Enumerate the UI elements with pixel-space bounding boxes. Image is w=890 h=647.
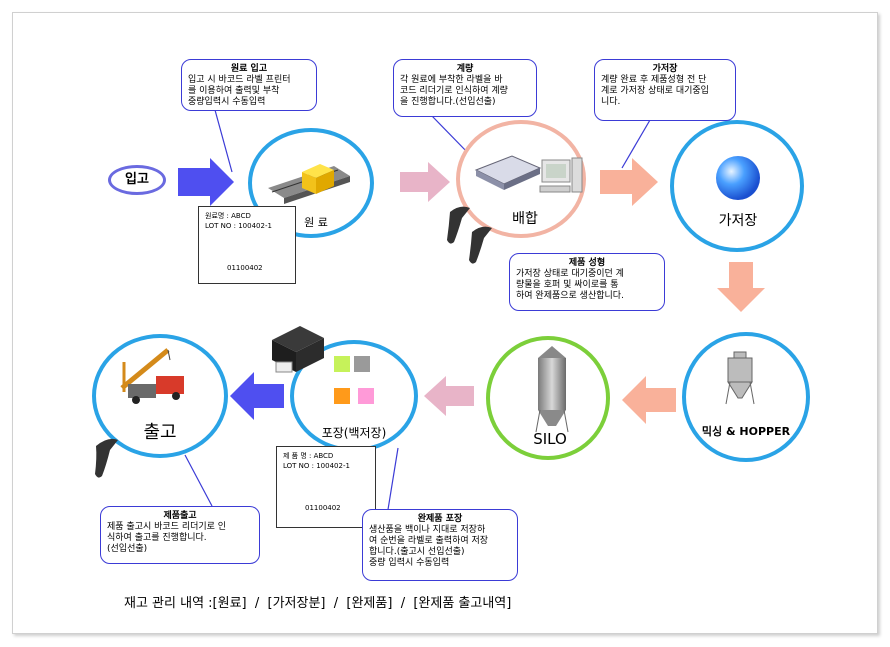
hold-callout-line1: 계량 완료 후 제품성형 전 단: [601, 75, 707, 85]
pack-callout-line2: 여 순번을 라벨로 출력하여 저장: [369, 536, 489, 546]
weigh-callout-line1: 각 원료에 부착한 라벨을 바: [400, 75, 503, 85]
pack-card-line1: 제 품 명 : ABCD: [283, 452, 334, 460]
hold-callout-line2: 계로 가저장 상태로 대기중입: [601, 86, 709, 96]
form-callout-line3: 하여 완제품으로 생산합니다.: [516, 291, 624, 301]
silo-label: SILO: [533, 430, 567, 448]
hopper-icon: [725, 351, 755, 405]
form-callout-title: 제품 성형: [568, 258, 606, 268]
pack-callout-line1: 생산품을 백이나 지대로 저장하: [369, 525, 486, 535]
hold-callout-line3: 니다.: [601, 97, 621, 107]
hopper-label: 믹싱 & HOPPER: [701, 425, 791, 438]
computer-icon: [539, 157, 583, 193]
mix-to-hold-arrow: [600, 158, 658, 206]
hold-callout-pointer: [621, 119, 651, 169]
pack-label-card: 제 품 명 : ABCD LOT NO : 100402-1 01100402: [276, 446, 376, 528]
scale-icon: [474, 155, 542, 190]
box-icon: [302, 164, 334, 194]
pack-callout: 완제품 포장 생산품을 백이나 지대로 저장하 여 순번을 라벨로 출력하여 저…: [362, 509, 518, 581]
ship-label: 출고: [143, 422, 177, 443]
raw-material-label: 원 료: [304, 216, 328, 229]
pack-card-line2: LOT NO : 100402-1: [283, 462, 350, 470]
hold-callout: 가저장 계량 완료 후 제품성형 전 단 계로 가저장 상태로 대기중입 니다.: [594, 59, 736, 121]
ship-callout-title: 제품출고: [163, 511, 197, 521]
mix-label: 배합: [512, 211, 538, 227]
raw-card-code: 01100402: [227, 264, 263, 272]
weigh-callout-line2: 코드 리더기로 인식하여 계량: [400, 86, 508, 96]
ship-callout: 제품출고 제품 출고시 바코드 리더기로 인 식하여 출고를 진행합니다. (선…: [100, 506, 260, 564]
pack-callout-line3: 합니다.(출고시 선입선출): [369, 547, 465, 557]
raw-card-line2: LOT NO : 100402-1: [205, 222, 272, 230]
ship-callout-line2: 식하여 출고를 진행합니다.: [107, 533, 207, 543]
raw-callout-line3: 중량입력시 수동입력: [188, 97, 266, 107]
hopper-to-silo-arrow: [622, 376, 676, 424]
ship-callout-line3: (선입선출): [107, 544, 148, 554]
barcode-scanner-icon: [95, 438, 118, 478]
ship-callout-pointer: [184, 454, 213, 507]
pack-callout-title: 완제품 포장: [417, 514, 463, 524]
inbound-arrow: [178, 158, 234, 206]
weigh-callout-pointer: [431, 115, 471, 156]
hold-label: 가저장: [718, 213, 758, 229]
raw-callout-line2: 를 이용하여 출력및 부착: [188, 86, 280, 96]
inventory-history-footer: 재고 관리 내역 :[원료] / [가저장분] / [완제품] / [완제품 출…: [124, 596, 512, 611]
weigh-callout: 계량 각 원료에 부착한 라벨을 바 코드 리더기로 인식하여 계량 을 진행합…: [393, 59, 537, 117]
weigh-callout-line3: 을 진행합니다.(선입선출): [400, 97, 496, 107]
ship-callout-line1: 제품 출고시 바코드 리더기로 인: [107, 522, 227, 532]
form-callout-line1: 가저장 상태로 대기중이던 계: [516, 269, 624, 279]
form-callout-line2: 량물을 호퍼 및 싸이로를 통: [516, 280, 619, 290]
crane-icon: [120, 348, 171, 392]
raw-to-mix-arrow: [400, 162, 450, 202]
hold-to-hopper-arrow: [717, 262, 765, 312]
pack-callout-line4: 중량 입력시 수동입력: [369, 558, 450, 568]
truck-icon: [128, 376, 184, 404]
form-callout: 제품 성형 가저장 상태로 대기중이던 계 량물을 호퍼 및 싸이로를 통 하여…: [509, 253, 665, 311]
barcode-scanner-icon: [447, 206, 492, 264]
inbound-node: 입고: [108, 165, 166, 195]
label-printer-icon: [272, 326, 324, 373]
pack-card-code: 01100402: [305, 504, 341, 512]
raw-card-line1: 원료명 : ABCD: [205, 212, 251, 220]
pack-label: 포장(백저장): [321, 426, 387, 440]
raw-callout-pointer: [214, 109, 233, 173]
silo-to-pack-arrow: [424, 376, 474, 416]
color-boxes-icon: [334, 356, 374, 404]
raw-callout: 원료 입고 입고 시 바코드 라벨 프린터 를 이용하여 출력및 부착 중량입력…: [181, 59, 317, 111]
silo-icon: [535, 346, 569, 433]
raw-callout-line1: 입고 시 바코드 라벨 프린터: [188, 75, 291, 85]
raw-label-card: 원료명 : ABCD LOT NO : 100402-1 01100402: [198, 206, 296, 284]
weigh-callout-title: 계량: [456, 64, 474, 74]
hold-callout-title: 가저장: [652, 64, 678, 74]
sphere-icon: [716, 156, 760, 200]
pack-to-ship-arrow: [230, 372, 284, 420]
raw-callout-title: 원료 입고: [230, 64, 268, 74]
inbound-label: 입고: [125, 172, 149, 187]
